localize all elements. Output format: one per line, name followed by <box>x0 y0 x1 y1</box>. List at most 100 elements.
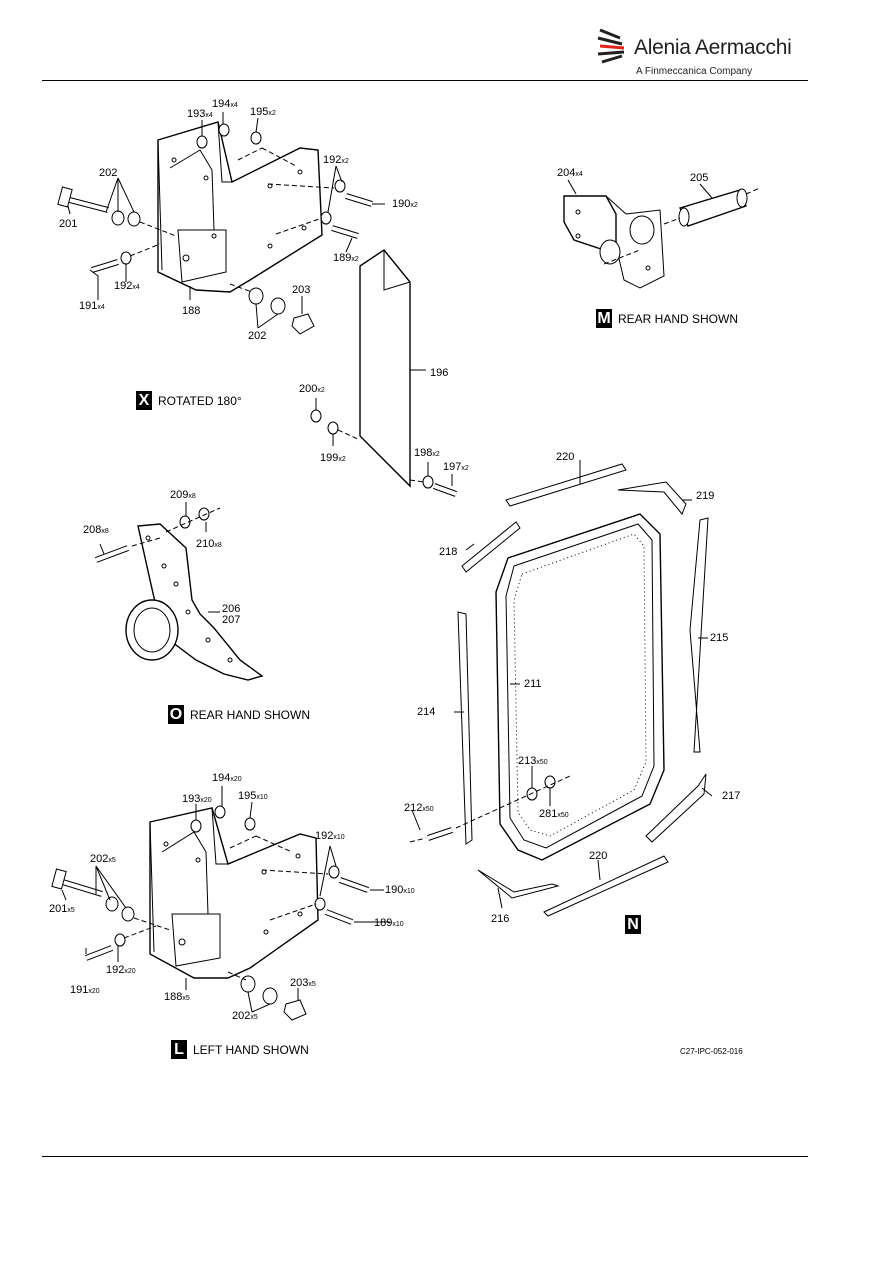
callout-qty: x5 <box>182 995 190 1002</box>
callout-number: 202 <box>248 330 267 342</box>
callout-number: 216 <box>491 913 510 925</box>
callout-qty: x2 <box>351 256 359 263</box>
callout-218: 218 <box>439 546 457 560</box>
callout-207: 207 <box>222 614 240 628</box>
callout-number: 194 <box>212 772 231 784</box>
callout-191: 191x4 <box>79 300 105 314</box>
callout-203: 203 <box>292 284 310 298</box>
view-x-caption: X ROTATED 180° <box>136 391 242 410</box>
callout-number: 197 <box>443 461 462 473</box>
callout-213: 213x50 <box>518 755 548 769</box>
callout-qty: x4 <box>97 304 105 311</box>
callout-number: 202 <box>232 1010 251 1022</box>
callout-number: 191 <box>79 300 98 312</box>
callout-205: 205 <box>690 172 708 186</box>
callout-193l: 193x20 <box>182 793 212 807</box>
callout-211: 211 <box>524 678 542 692</box>
callout-qty: x5 <box>108 857 116 864</box>
view-l-text: LEFT HAND SHOWN <box>193 1042 309 1057</box>
view-n-caption: N <box>625 915 641 934</box>
callout-number: 202 <box>90 853 109 865</box>
footer-rule <box>42 1156 808 1157</box>
view-x-badge: X <box>136 391 152 410</box>
callout-188l: 188x5 <box>164 991 190 1005</box>
callout-202lb: 202x5 <box>232 1010 258 1024</box>
header-rule <box>42 80 808 81</box>
callout-qty: x2 <box>268 110 276 117</box>
callout-qty: x2 <box>338 456 346 463</box>
callout-206: 206 <box>222 603 240 617</box>
callout-217: 217 <box>722 790 740 804</box>
callout-216: 216 <box>491 913 509 927</box>
callout-qty: x2 <box>410 202 418 209</box>
callout-202b: 202 <box>248 330 266 344</box>
callout-203l: 203x5 <box>290 977 316 991</box>
callout-193: 193x4 <box>187 108 213 122</box>
callout-qty: x8 <box>188 493 196 500</box>
callout-number: 196 <box>430 367 449 379</box>
callout-number: 212 <box>404 802 423 814</box>
callout-214: 214 <box>417 706 435 720</box>
view-o-badge: O <box>168 705 184 724</box>
callout-qty: x2 <box>317 387 325 394</box>
callout-198: 198x2 <box>414 447 440 461</box>
callout-number: 215 <box>710 632 729 644</box>
callout-number: 192 <box>114 280 133 292</box>
callout-qty: x2 <box>341 158 349 165</box>
callout-219: 219 <box>696 490 714 504</box>
callout-192b: 192x4 <box>114 280 140 294</box>
callout-number: 193 <box>182 793 201 805</box>
callout-qty: x10 <box>403 888 415 895</box>
callout-qty: x10 <box>256 794 268 801</box>
callout-number: 194 <box>212 98 231 110</box>
callout-qty: x2 <box>432 451 440 458</box>
callout-qty: x4 <box>230 102 238 109</box>
callout-number: 213 <box>518 755 537 767</box>
callout-number: 203 <box>292 284 311 296</box>
view-x-bracket <box>57 112 385 335</box>
callout-195l: 195x10 <box>238 790 268 804</box>
view-l-caption: L LEFT HAND SHOWN <box>171 1040 309 1059</box>
callout-number: 202 <box>99 167 118 179</box>
callout-189l: 189x10 <box>374 917 404 931</box>
callout-209: 209x8 <box>170 489 196 503</box>
callout-220b: 220 <box>589 850 607 864</box>
view-n-badge: N <box>625 915 641 934</box>
callout-192lb: 192x20 <box>106 964 136 978</box>
callout-201: 201 <box>59 218 77 232</box>
callout-number: 208 <box>83 524 102 536</box>
callout-qty: x8 <box>214 542 222 549</box>
callout-number: 207 <box>222 614 241 626</box>
view-m-badge: M <box>596 309 612 328</box>
callout-qty: x20 <box>200 797 212 804</box>
callout-number: 217 <box>722 790 741 802</box>
callout-220: 220 <box>556 451 574 465</box>
callout-number: 195 <box>250 106 269 118</box>
callout-number: 192 <box>106 964 125 976</box>
callout-number: 218 <box>439 546 458 558</box>
callout-number: 220 <box>556 451 575 463</box>
callout-202: 202 <box>99 167 117 181</box>
callout-208: 208x8 <box>83 524 109 538</box>
callout-196: 196 <box>430 367 448 381</box>
callout-number: 214 <box>417 706 436 718</box>
view-m-text: REAR HAND SHOWN <box>618 311 739 326</box>
callout-number: 205 <box>690 172 709 184</box>
callout-number: 198 <box>414 447 433 459</box>
callout-200: 200x2 <box>299 383 325 397</box>
callout-201l: 201x5 <box>49 903 75 917</box>
callout-194: 194x4 <box>212 98 238 112</box>
callout-202l: 202x5 <box>90 853 116 867</box>
callout-qty: x8 <box>101 528 109 535</box>
view-x-text: ROTATED 180° <box>158 393 242 408</box>
callout-197: 197x2 <box>443 461 469 475</box>
callout-number: 191 <box>70 984 89 996</box>
callout-qty: x20 <box>88 988 100 995</box>
callout-qty: x10 <box>392 921 404 928</box>
brand-logo: Alenia Aermacchi A Finmeccanica Company <box>596 24 796 80</box>
view-m-hinge <box>563 179 761 289</box>
callout-212: 212x50 <box>404 802 434 816</box>
callout-qty: x2 <box>461 465 469 472</box>
callout-number: 204 <box>557 167 576 179</box>
